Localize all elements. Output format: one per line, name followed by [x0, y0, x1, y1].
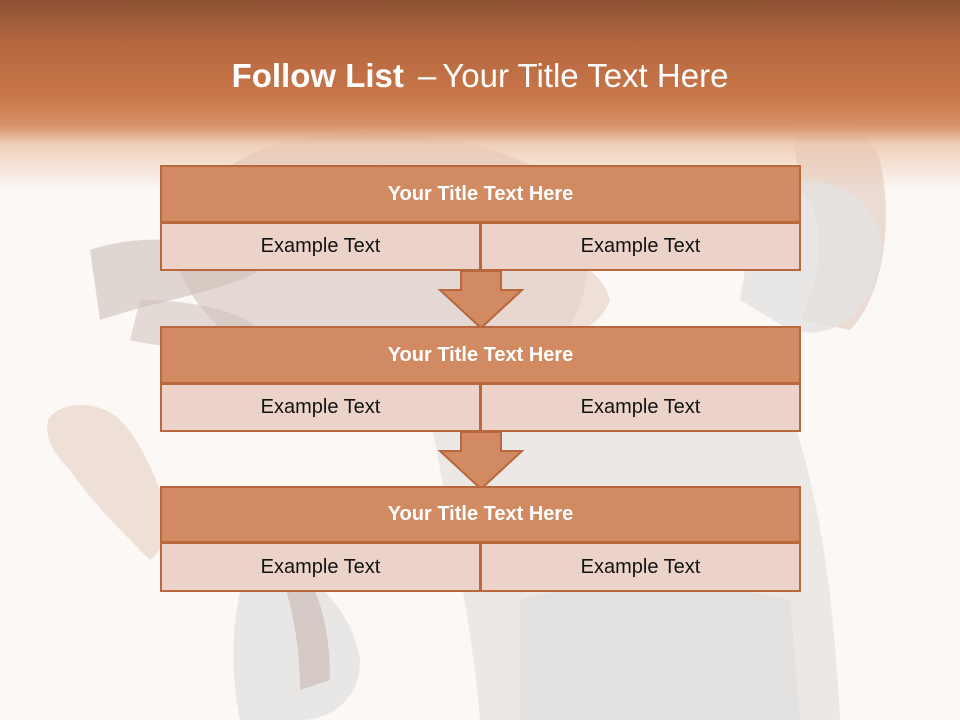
down-arrow-icon	[438, 431, 524, 491]
slide-title: Follow List–Your Title Text Here	[0, 52, 960, 100]
block-right-cell: Example Text	[480, 222, 801, 271]
down-arrow-icon	[438, 270, 524, 330]
block-right-cell: Example Text	[480, 383, 801, 432]
title-bold-part: Follow List	[231, 57, 404, 94]
block-heading: Your Title Text Here	[160, 165, 801, 223]
block-right-cell: Example Text	[480, 542, 801, 592]
block-left-cell: Example Text	[160, 383, 481, 432]
block-heading: Your Title Text Here	[160, 486, 801, 543]
title-separator: –	[417, 57, 437, 94]
block-left-cell: Example Text	[160, 542, 481, 592]
block-left-cell: Example Text	[160, 222, 481, 271]
block-heading: Your Title Text Here	[160, 326, 801, 384]
title-banner	[0, 0, 960, 190]
title-rest: Your Title Text Here	[442, 57, 729, 94]
list-block-1: Your Title Text Here Example Text Exampl…	[160, 165, 801, 271]
list-block-3: Your Title Text Here Example Text Exampl…	[160, 486, 801, 592]
list-block-2: Your Title Text Here Example Text Exampl…	[160, 326, 801, 432]
